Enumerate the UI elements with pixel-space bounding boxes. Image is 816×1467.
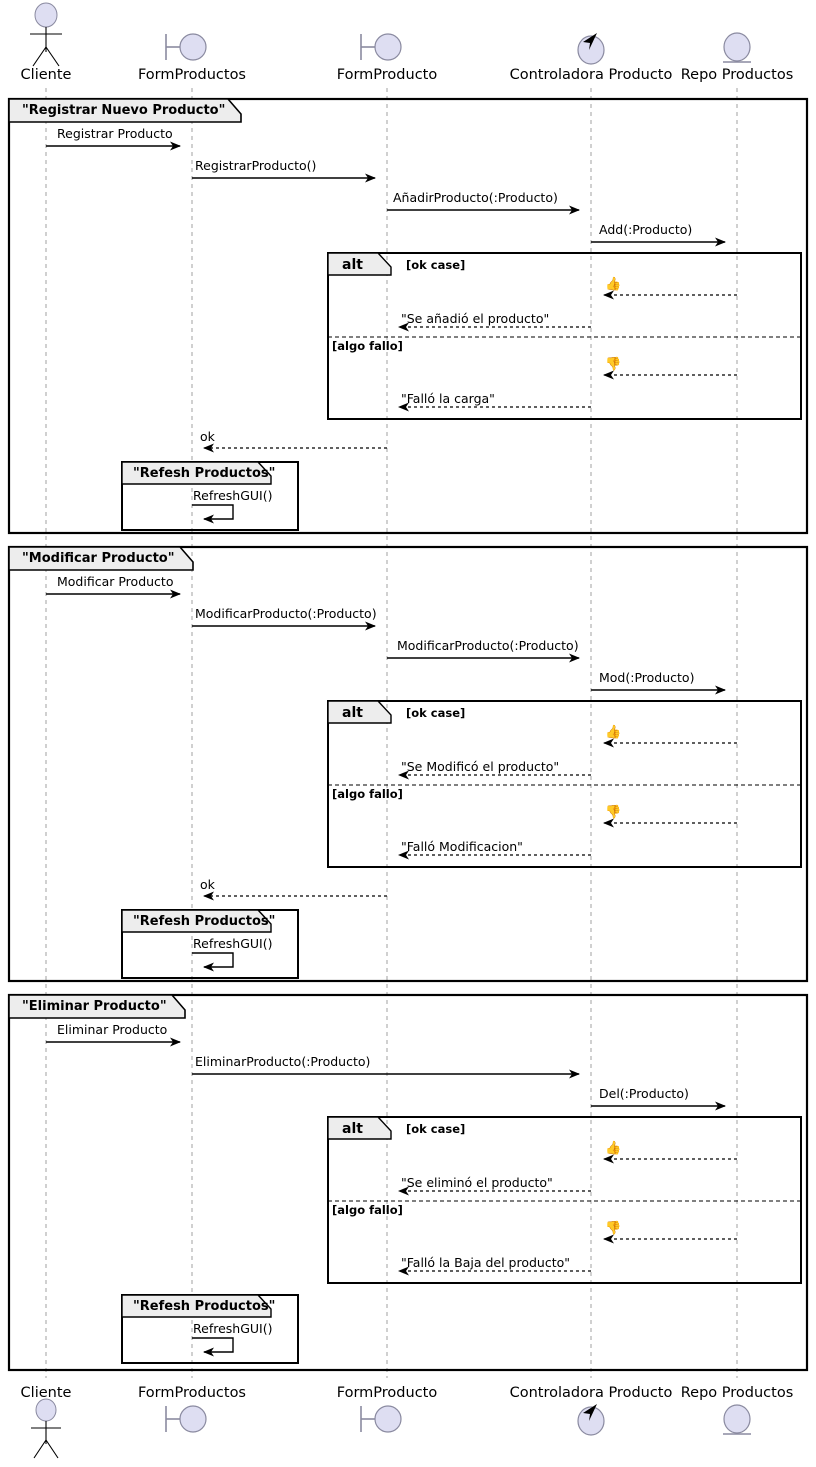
message-label-registrar-producto: Registrar Producto [57,126,173,141]
thumbs-up-icon-3: 👍 [605,1141,622,1156]
footer-participant-label-repo-productos: Repo Productos [680,1385,794,1401]
message-label-se-anadio: "Se añadió el producto" [401,311,550,326]
alt-guard-2-fallo: [algo fallo] [332,787,403,801]
message-label-registrarproducto: RegistrarProducto() [195,158,317,173]
fragment-registrar-messages [46,141,726,247]
message-label-ok-2: ok [200,877,215,892]
alt-guard-3-fallo: [algo fallo] [332,1203,403,1217]
alt-guard-1-fallo: [algo fallo] [332,339,403,353]
fragment-title-modificar: "Modificar Producto" [22,551,175,566]
entity-icon-foot [723,1404,751,1435]
control-icon-head [577,33,605,65]
nested-refesh-2-box [121,909,299,979]
control-icon-foot [577,1404,605,1436]
message-label-modificarproducto-a: ModificarProducto(:Producto) [195,606,377,621]
footer-participant-label-controladora-producto: Controladora Producto [509,1385,673,1401]
alt-fragment-2-box [327,700,802,868]
footer-participant-label-cliente: Cliente [20,1385,72,1401]
fragment-title-eliminar: "Eliminar Producto" [22,999,167,1014]
thumbs-up-icon-2: 👍 [605,725,622,740]
message-label-eliminar-producto: Eliminar Producto [57,1022,168,1037]
actor-icon-foot [31,1398,61,1459]
self-call-label-2: RefreshGUI() [193,936,273,951]
self-call-2 [192,952,234,972]
alt-fragment-3-returns [398,1154,737,1276]
nested-refesh-3-box [121,1294,299,1364]
thumbs-up-icon-1: 👍 [605,277,622,292]
self-call-label-1: RefreshGUI() [193,488,273,503]
fragment-eliminar-messages [46,1037,726,1111]
message-label-fallo-baja: "Falló la Baja del producto" [401,1255,571,1270]
alt-fragment-1-returns [398,290,737,412]
nested-refesh-1-box [121,461,299,531]
thumbs-down-icon-2: 👎 [605,805,622,820]
nested-title-refesh-1: "Refesh Productos" [133,466,276,481]
boundary-icon-head-formproductos [165,33,207,61]
participant-label-cliente: Cliente [20,67,72,83]
alt-label-3: alt [342,1121,363,1137]
boundary-icon-foot-formproducto [360,1405,402,1433]
message-label-modificar-producto: Modificar Producto [57,574,174,589]
nested-title-refesh-2: "Refesh Productos" [133,914,276,929]
alt-guard-1-ok: [ok case] [406,258,466,272]
message-label-modificarproducto-b: ModificarProducto(:Producto) [397,638,579,653]
alt-label-1: alt [342,257,363,273]
nested-title-refesh-3: "Refesh Productos" [133,1299,276,1314]
alt-guard-2-ok: [ok case] [406,706,466,720]
thumbs-down-icon-1: 👎 [605,357,622,372]
message-label-fallo-carga: "Falló la carga" [401,391,495,406]
alt-guard-3-ok: [ok case] [406,1122,466,1136]
message-label-add-producto: Add(:Producto) [599,222,693,237]
message-label-fallo-modificacion: "Falló Modificacion" [401,839,523,854]
participant-label-repo-productos: Repo Productos [680,67,794,83]
alt-fragment-3-box [327,1116,802,1284]
boundary-icon-foot-formproductos [165,1405,207,1433]
message-label-ok-1: ok [200,429,215,444]
footer-participant-label-formproducto: FormProducto [336,1385,438,1401]
thumbs-down-icon-3: 👎 [605,1221,622,1236]
boundary-icon-head-formproducto [360,33,402,61]
fragment-eliminar-box [7,993,809,1372]
alt-label-2: alt [342,705,363,721]
self-call-label-3: RefreshGUI() [193,1321,273,1336]
footer-participant-label-formproductos: FormProductos [137,1385,246,1401]
fragment-registrar-box [7,97,809,535]
message-label-se-modifico: "Se Modificó el producto" [401,759,560,774]
message-label-anadirproducto: AñadirProducto(:Producto) [393,190,558,205]
participant-label-formproducto: FormProducto [336,67,438,83]
alt-fragment-1-box [327,252,802,420]
participant-label-controladora-producto: Controladora Producto [509,67,673,83]
entity-icon-head [723,32,751,63]
self-call-3 [192,1337,234,1357]
fragment-modificar-messages [46,589,726,695]
message-label-del-producto: Del(:Producto) [599,1086,689,1101]
message-label-se-elimino: "Se eliminó el producto" [401,1175,553,1190]
lifelines [45,88,738,1378]
actor-icon-head [30,2,62,67]
participant-label-formproductos: FormProductos [137,67,246,83]
self-call-1 [192,504,234,524]
message-label-mod-producto: Mod(:Producto) [599,670,695,685]
fragment-modificar-box [7,545,809,983]
fragment-title-registrar: "Registrar Nuevo Producto" [22,103,226,118]
message-label-eliminarproducto: EliminarProducto(:Producto) [195,1054,371,1069]
alt-fragment-2-returns [398,738,737,860]
